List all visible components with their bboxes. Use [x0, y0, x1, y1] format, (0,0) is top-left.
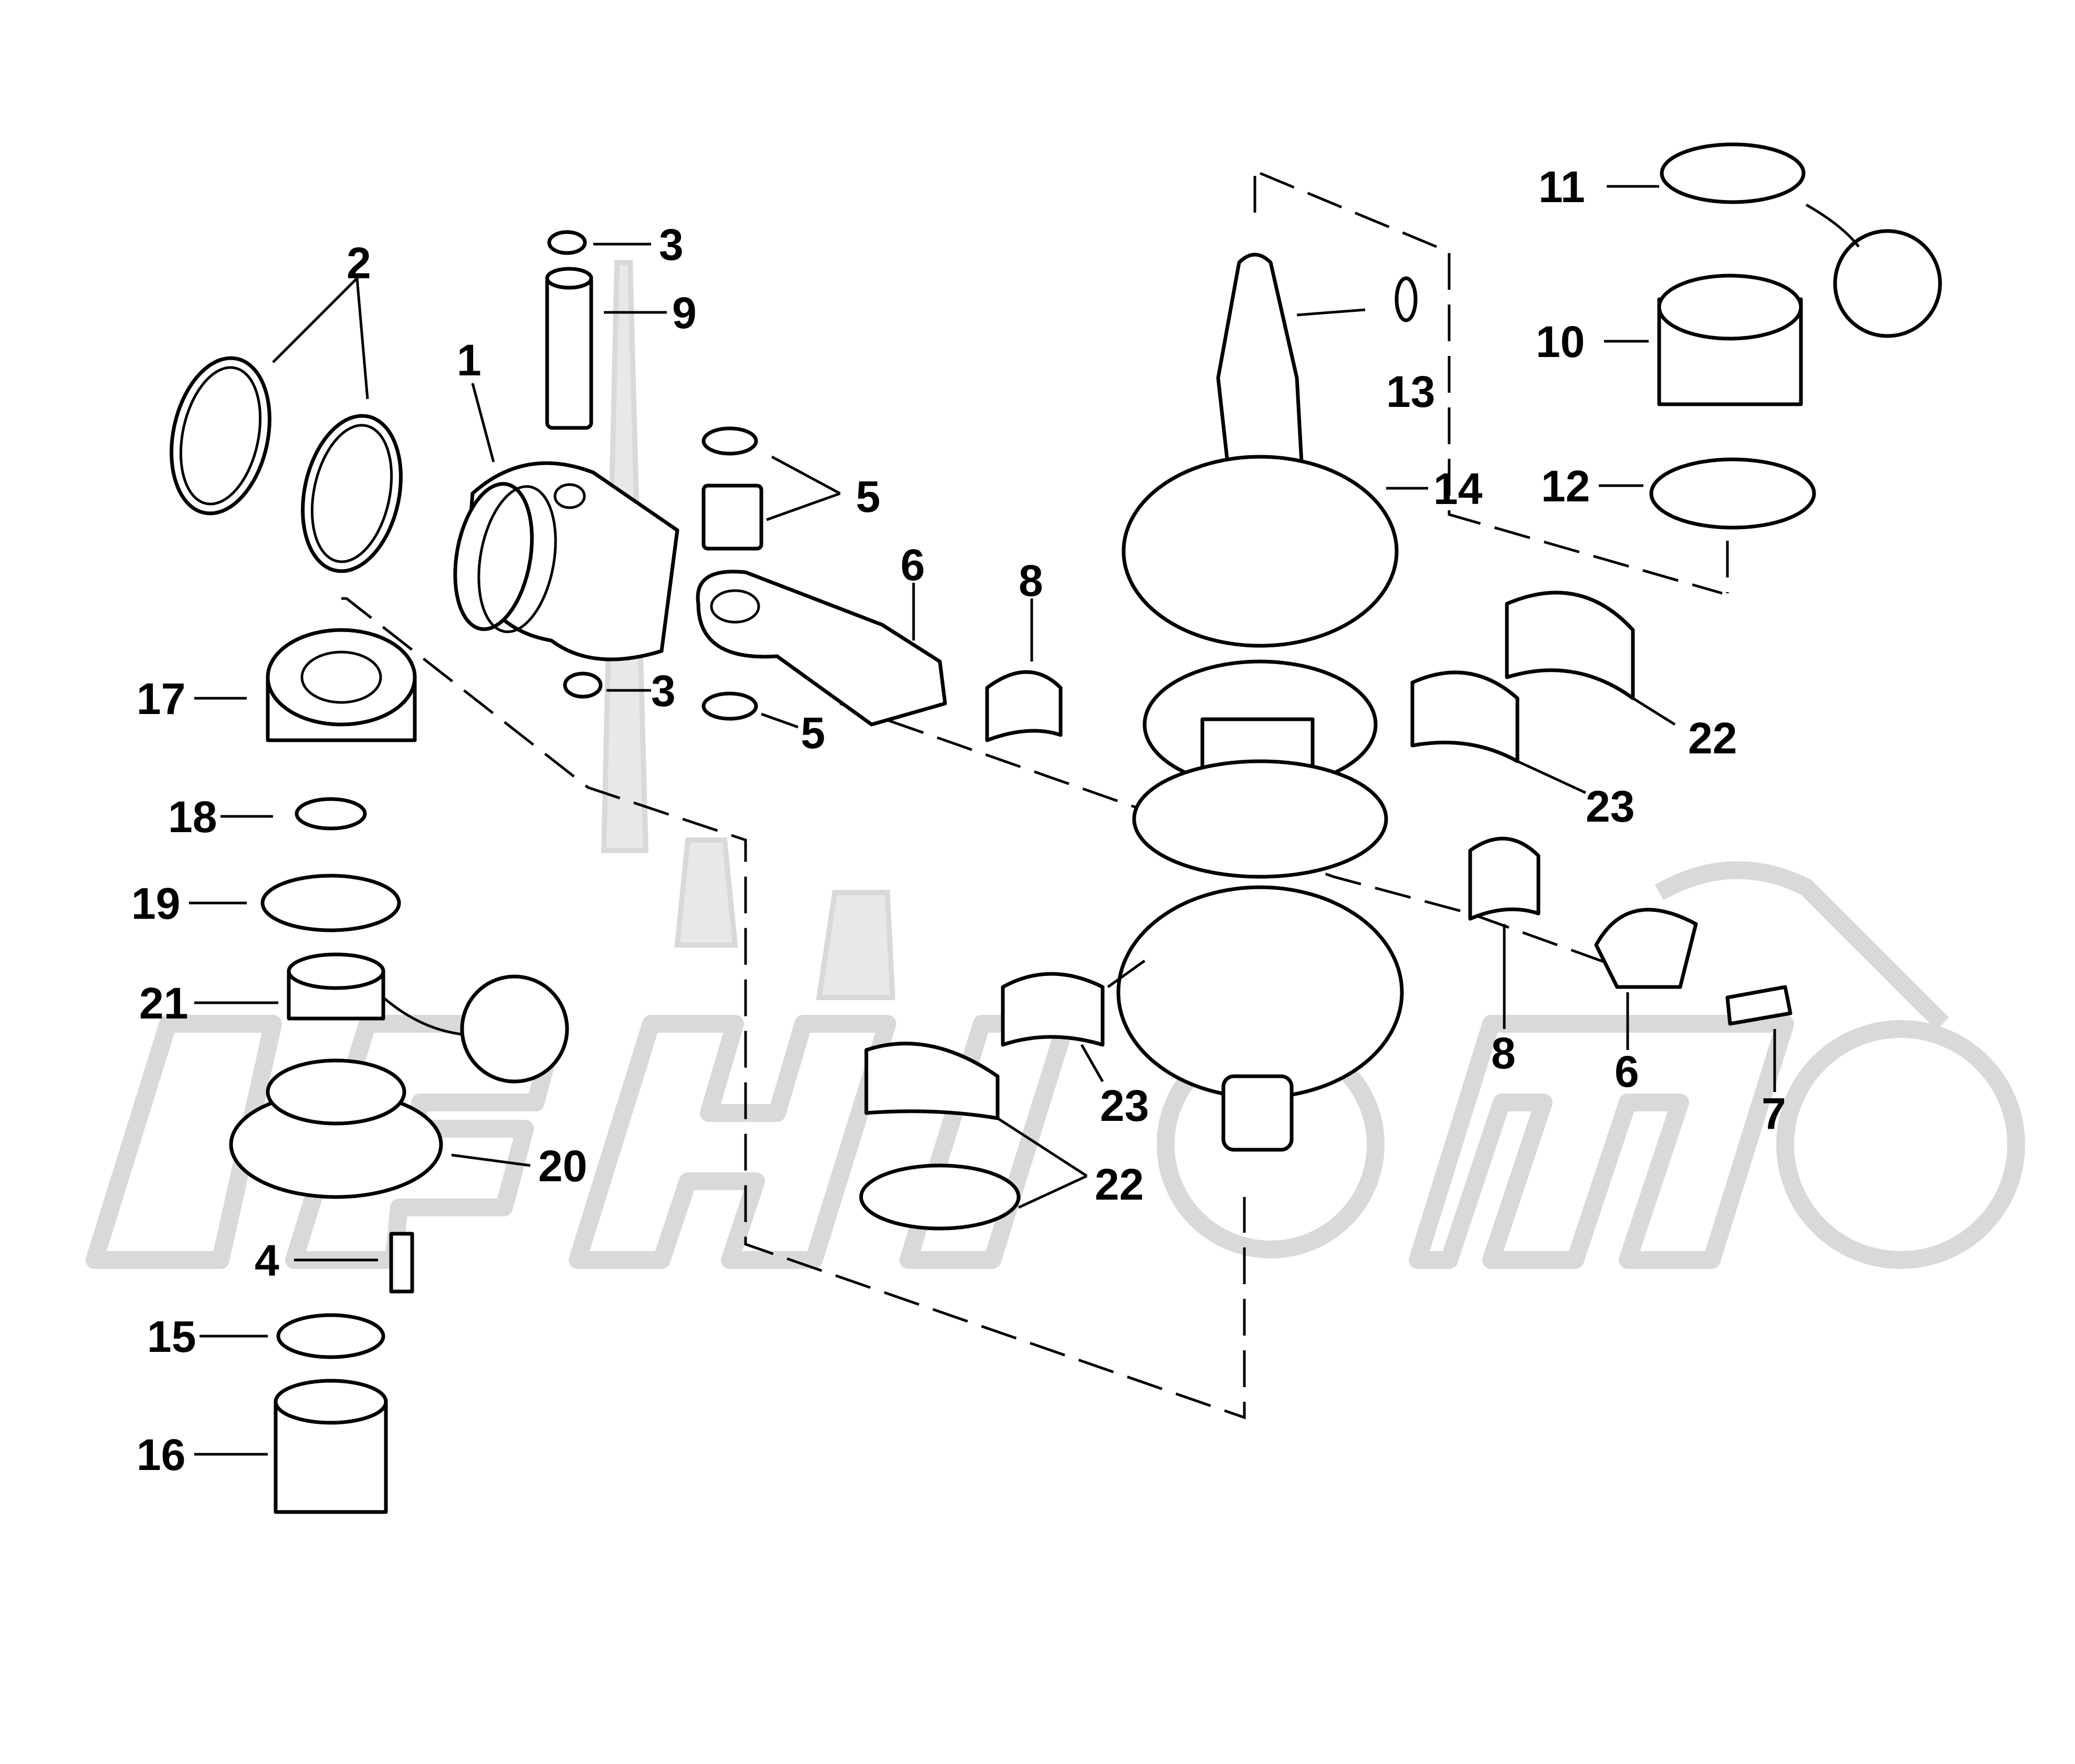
callout-10: 10	[1536, 317, 1585, 366]
callout-23: 23	[1100, 1081, 1149, 1130]
callout-9: 9	[672, 288, 697, 338]
callout-7: 7	[1762, 1089, 1786, 1138]
callout-6: 6	[900, 540, 925, 590]
callout-labels: 1 2 3 3 4 5 5 6 6 7 8 8 9 10 11 12 13 14…	[131, 162, 1786, 1479]
lower-bearing-stack	[229, 628, 569, 1514]
callout-16: 16	[137, 1430, 185, 1479]
callout-8: 8	[1019, 556, 1043, 605]
callout-21: 21	[139, 979, 188, 1028]
callout-18: 18	[168, 792, 217, 842]
callout-5: 5	[856, 472, 881, 521]
rod-bearing-cages	[985, 670, 1540, 921]
callout-22: 22	[1688, 713, 1737, 763]
callout-leader-lines	[189, 185, 1860, 1456]
callout-8: 8	[1491, 1028, 1516, 1078]
crankshaft	[1116, 253, 1404, 1152]
needle-bearings	[701, 426, 763, 721]
main-bearings	[859, 591, 1635, 1231]
callout-17: 17	[137, 674, 185, 723]
callout-12: 12	[1541, 461, 1590, 511]
woodruff-key	[1395, 276, 1418, 322]
piston-pin-clips	[547, 230, 603, 699]
callout-6: 6	[1615, 1047, 1639, 1096]
callout-14: 14	[1433, 464, 1483, 513]
callout-11: 11	[1538, 162, 1585, 212]
callout-3: 3	[659, 220, 684, 269]
callout-5: 5	[801, 708, 825, 758]
piston-pin	[545, 267, 593, 430]
callout-15: 15	[147, 1312, 196, 1361]
piston-rings	[170, 356, 403, 573]
callout-3: 3	[651, 666, 676, 716]
upper-bearing-assembly	[1649, 142, 1942, 530]
callout-2: 2	[347, 238, 371, 288]
piston	[453, 461, 679, 662]
callout-23: 23	[1586, 782, 1634, 831]
rod-cap-and-screw	[1594, 908, 1793, 1026]
callout-1: 1	[457, 335, 481, 385]
assembly-guide-lines	[341, 172, 1729, 1420]
callout-20: 20	[538, 1141, 587, 1191]
callout-4: 4	[255, 1236, 279, 1285]
connecting-rod	[696, 570, 947, 727]
callout-22: 22	[1095, 1160, 1144, 1209]
callout-19: 19	[131, 879, 180, 928]
callout-13: 13	[1386, 367, 1435, 416]
